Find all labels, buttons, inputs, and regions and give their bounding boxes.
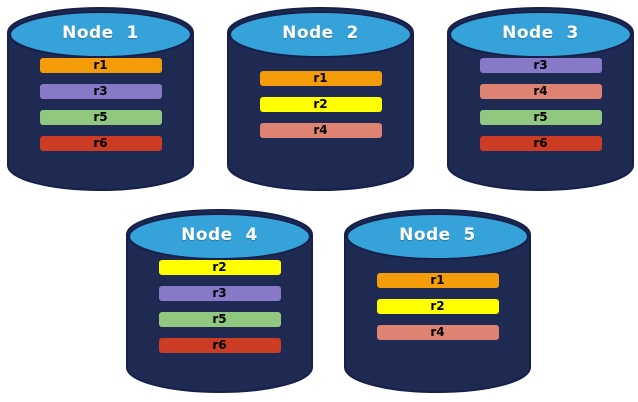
replica-stack: r3 r4 r5 r6 xyxy=(448,57,633,151)
replica-bar-r6[interactable]: r6 xyxy=(39,135,162,151)
replica-bar-r1[interactable]: r1 xyxy=(39,57,162,73)
replica-stack: r1 r2 r4 xyxy=(228,70,413,138)
replica-bar-r5[interactable]: r5 xyxy=(479,109,602,125)
replica-bar-r5[interactable]: r5 xyxy=(158,311,281,327)
replica-bar-r4[interactable]: r4 xyxy=(259,122,382,138)
cylinder-top-ellipse xyxy=(229,11,412,58)
replica-bar-r3[interactable]: r3 xyxy=(158,285,281,301)
replica-bar-r2[interactable]: r2 xyxy=(259,96,382,112)
replica-bar-r5[interactable]: r5 xyxy=(39,109,162,125)
replica-bar-r3[interactable]: r3 xyxy=(39,83,162,99)
replica-stack: r1 r3 r5 r6 xyxy=(8,57,193,151)
cylinder-top-ellipse xyxy=(449,11,632,58)
replica-bar-r1[interactable]: r1 xyxy=(376,272,499,288)
replica-bar-r2[interactable]: r2 xyxy=(376,298,499,314)
cylinder-top-ellipse xyxy=(346,213,529,260)
cylinder-top-ellipse xyxy=(128,213,311,260)
replica-bar-r4[interactable]: r4 xyxy=(479,83,602,99)
replica-bar-r6[interactable]: r6 xyxy=(158,337,281,353)
replica-bar-r6[interactable]: r6 xyxy=(479,135,602,151)
cylinder-top-ellipse xyxy=(9,11,192,58)
replica-stack: r1 r2 r4 xyxy=(345,272,530,340)
replica-bar-r4[interactable]: r4 xyxy=(376,324,499,340)
replica-bar-r1[interactable]: r1 xyxy=(259,70,382,86)
replica-stack: r2 r3 r5 r6 xyxy=(127,259,312,353)
replica-bar-r3[interactable]: r3 xyxy=(479,57,602,73)
replica-bar-r2[interactable]: r2 xyxy=(158,259,281,275)
